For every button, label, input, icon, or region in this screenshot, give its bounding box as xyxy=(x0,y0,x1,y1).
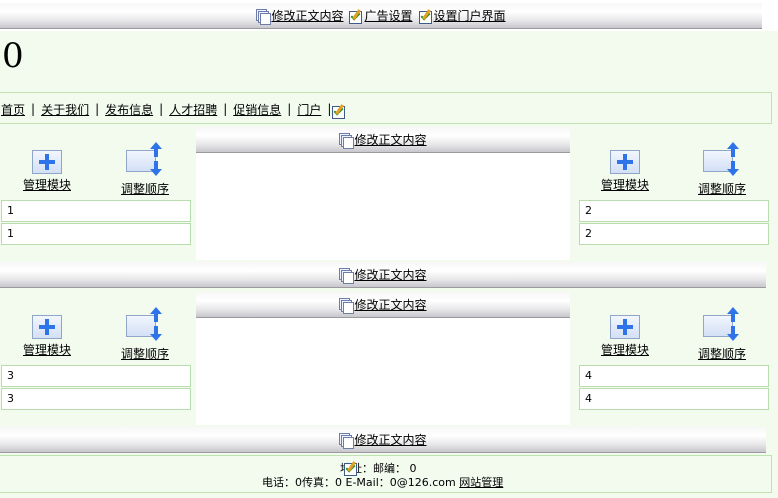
footer-edit-icon[interactable] xyxy=(344,461,358,476)
nav-item-home[interactable]: 首页 xyxy=(1,102,26,117)
list-item: 4 xyxy=(579,365,769,387)
list-item: 2 xyxy=(579,200,769,222)
reorder-arrows-icon xyxy=(703,142,741,178)
copy-pages-icon xyxy=(339,267,355,284)
section-edit-bar-1: 修改正文内容 xyxy=(0,262,766,288)
copy-pages-icon xyxy=(339,132,355,149)
ad-settings-label[interactable]: 广告设置 xyxy=(364,9,413,23)
reorder-arrows-icon xyxy=(126,142,164,178)
nav-item-promotions[interactable]: 促销信息 xyxy=(233,102,282,117)
reorder-label[interactable]: 调整顺序 xyxy=(120,347,169,361)
site-logo-text: 0 xyxy=(2,36,24,76)
edit-content-link[interactable]: 修改正文内容 xyxy=(339,131,427,149)
manage-module-label[interactable]: 管理模块 xyxy=(600,178,649,192)
nav-row xyxy=(0,92,772,124)
reorder-label[interactable]: 调整顺序 xyxy=(120,182,169,196)
copy-pages-icon xyxy=(339,432,355,449)
manage-module-button[interactable]: 管理模块 xyxy=(595,315,655,358)
edit-content-label[interactable]: 修改正文内容 xyxy=(354,268,427,282)
edit-content-label[interactable]: 修改正文内容 xyxy=(354,433,427,447)
manage-module-label[interactable]: 管理模块 xyxy=(22,178,71,192)
list-item: 2 xyxy=(579,223,769,245)
portal-settings-label[interactable]: 设置门户界面 xyxy=(433,9,506,23)
main-nav: 首页 | 关于我们 | 发布信息 | 人才招聘 | 促销信息 | 门户 | xyxy=(1,100,347,119)
section-edit-bar-2: 修改正文内容 xyxy=(0,427,766,453)
nav-item-about[interactable]: 关于我们 xyxy=(41,102,90,117)
footer-contact: 电话：0传真：0 E-Mail：0@126.com xyxy=(262,476,456,489)
top-admin-bar: 修改正文内容 广告设置 设置门户界面 xyxy=(0,3,762,29)
edit-content-label[interactable]: 修改正文内容 xyxy=(354,133,427,147)
reorder-label[interactable]: 调整顺序 xyxy=(697,182,746,196)
portal-settings-link[interactable]: 设置门户界面 xyxy=(418,7,506,24)
copy-pages-icon xyxy=(339,297,355,314)
ad-settings-link[interactable]: 广告设置 xyxy=(349,7,413,24)
reorder-arrows-icon xyxy=(126,307,164,343)
copy-pages-icon xyxy=(256,8,272,25)
nav-separator: | xyxy=(31,102,36,116)
reorder-label[interactable]: 调整顺序 xyxy=(697,347,746,361)
list-item: 3 xyxy=(1,388,191,410)
edit-content-link[interactable]: 修改正文内容 xyxy=(339,266,427,284)
edit-pad-icon xyxy=(349,8,363,24)
edit-content-link[interactable]: 修改正文内容 xyxy=(339,296,427,314)
list-item: 3 xyxy=(1,365,191,387)
manage-module-button[interactable]: 管理模块 xyxy=(17,315,77,358)
manage-module-button[interactable]: 管理模块 xyxy=(17,150,77,193)
edit-content-label[interactable]: 修改正文内容 xyxy=(271,9,344,23)
nav-separator: | xyxy=(223,102,228,116)
add-module-icon xyxy=(610,315,640,339)
reorder-button[interactable]: 调整顺序 xyxy=(692,142,752,197)
reorder-arrows-icon xyxy=(703,307,741,343)
edit-content-label[interactable]: 修改正文内容 xyxy=(354,298,427,312)
manage-module-label[interactable]: 管理模块 xyxy=(600,343,649,357)
nav-separator: | xyxy=(327,102,332,116)
manage-module-button[interactable]: 管理模块 xyxy=(595,150,655,193)
edit-content-link[interactable]: 修改正文内容 xyxy=(339,431,427,449)
nav-item-publish[interactable]: 发布信息 xyxy=(105,102,154,117)
nav-separator: | xyxy=(287,102,292,116)
footer-area xyxy=(0,455,772,493)
add-module-icon xyxy=(32,315,62,339)
nav-edit-icon[interactable] xyxy=(332,104,346,119)
list-item: 1 xyxy=(1,200,191,222)
nav-separator: | xyxy=(159,102,164,116)
reorder-button[interactable]: 调整顺序 xyxy=(115,142,175,197)
list-item: 4 xyxy=(579,388,769,410)
reorder-button[interactable]: 调整顺序 xyxy=(692,307,752,362)
add-module-icon xyxy=(32,150,62,174)
nav-item-portal[interactable]: 门户 xyxy=(297,102,322,117)
content-edit-bar-1: 修改正文内容 xyxy=(196,127,570,153)
list-item: 1 xyxy=(1,223,191,245)
edit-content-link[interactable]: 修改正文内容 xyxy=(256,7,344,25)
footer-zip-value: 0 xyxy=(409,462,417,475)
footer-zip: 邮编： xyxy=(373,462,406,475)
manage-module-label[interactable]: 管理模块 xyxy=(22,343,71,357)
add-module-icon xyxy=(610,150,640,174)
nav-item-jobs[interactable]: 人才招聘 xyxy=(169,102,218,117)
edit-pad-icon xyxy=(418,8,433,24)
footer-contact-line: 电话：0传真：0 E-Mail：0@126.com 网站管理 xyxy=(262,474,503,490)
nav-separator: | xyxy=(95,102,100,116)
reorder-button[interactable]: 调整顺序 xyxy=(115,307,175,362)
content-edit-bar-2: 修改正文内容 xyxy=(196,292,570,318)
site-admin-link[interactable]: 网站管理 xyxy=(459,476,504,489)
